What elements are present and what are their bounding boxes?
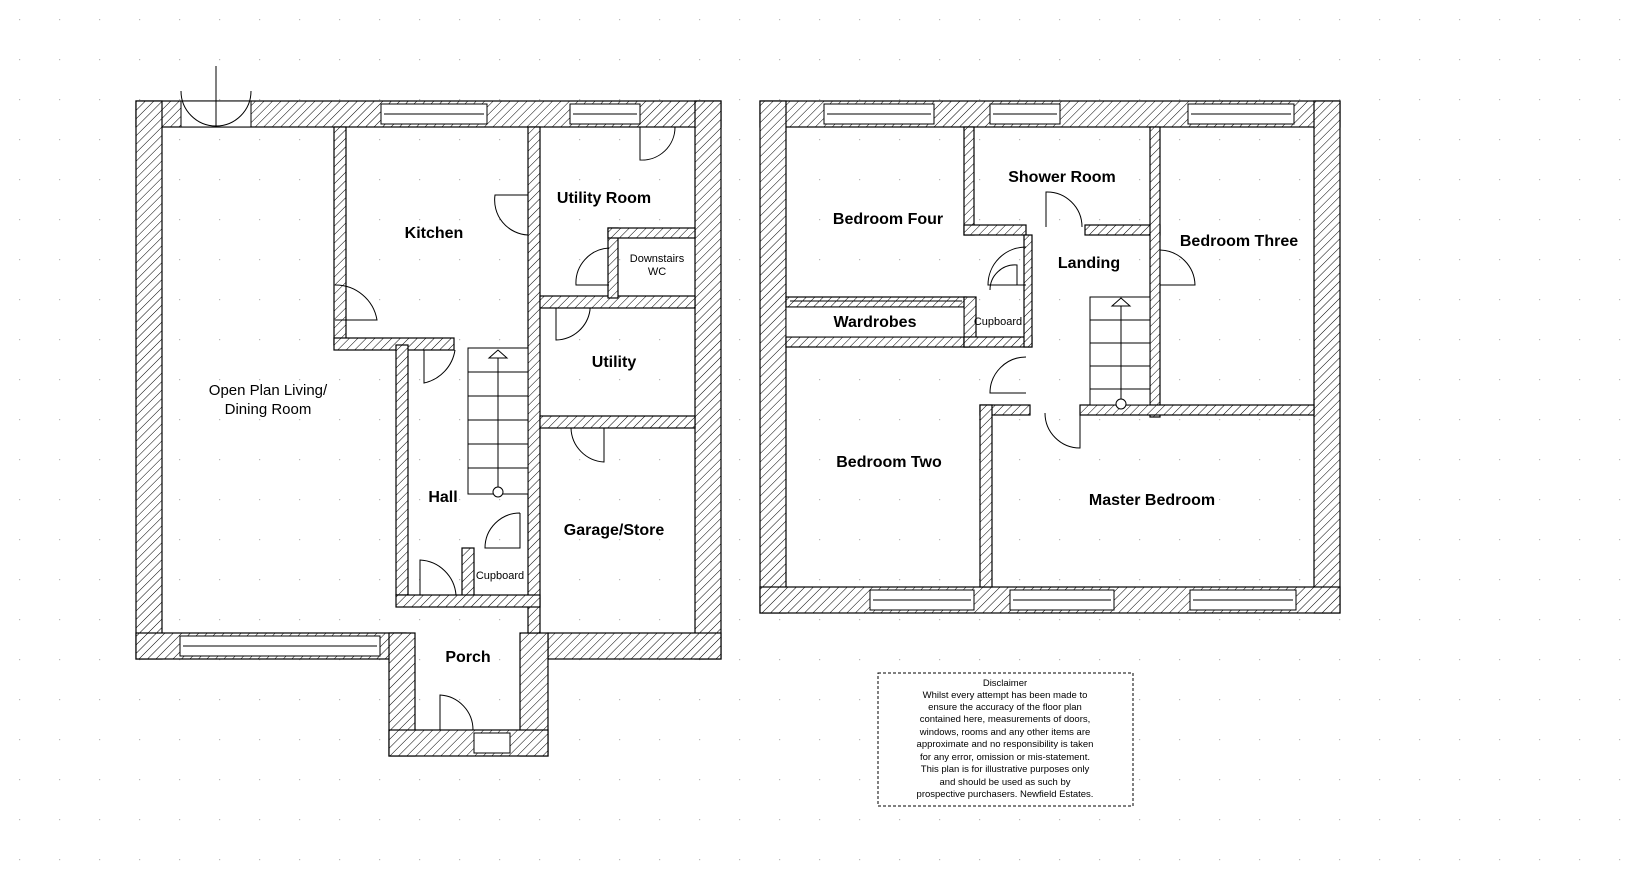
- ff-staircase: [1089, 296, 1151, 406]
- porch-window: [473, 732, 511, 754]
- living-label-1: Open Plan Living/: [209, 382, 328, 399]
- kitchen-wall-left: [333, 126, 347, 346]
- wardrobes-wall-bottom: [785, 336, 969, 348]
- shower-wall-bottom-b: [1084, 224, 1161, 236]
- french-door-right: [215, 66, 252, 127]
- wc-wall-top: [607, 227, 696, 239]
- landing-label: Landing: [1058, 255, 1120, 272]
- bedroom-four-door: [987, 246, 1027, 286]
- wc-label-1: Downstairs: [630, 253, 685, 265]
- porch-wall-top: [395, 594, 541, 608]
- kitchen-utility-wall: [527, 126, 541, 634]
- bedroom-two-master-wall: [979, 404, 993, 588]
- bedroom-two-door: [989, 356, 1027, 394]
- disclaimer-line: ensure the accuracy of the floor plan: [928, 702, 1082, 713]
- disclaimer-box: Disclaimer Whilst every attempt has been…: [877, 672, 1134, 807]
- disclaimer-line: This plan is for illustrative purposes o…: [921, 764, 1090, 775]
- ground-floor: Open Plan Living/ Dining Room Kitchen Ut…: [135, 66, 722, 757]
- landing-wall-left: [1023, 234, 1033, 348]
- shower-room-label: Shower Room: [1008, 169, 1116, 186]
- utility-room-label: Utility Room: [557, 190, 651, 207]
- ff-cupboard-door: [989, 264, 1018, 291]
- wardrobes-label: Wardrobes: [834, 314, 917, 331]
- hall-wall-left: [395, 344, 409, 596]
- bedroom-three-door: [1159, 249, 1196, 286]
- bedroom-two-label: Bedroom Two: [836, 454, 942, 471]
- wardrobes-unit: [785, 306, 965, 338]
- master-door: [1044, 412, 1081, 449]
- utility-external-door: [639, 126, 676, 161]
- disclaimer-line: for any error, omission or mis-statement…: [920, 752, 1090, 763]
- disclaimer-title: Disclaimer: [983, 678, 1027, 689]
- gf-wall-bottom-right: [547, 632, 722, 660]
- cupboard-door: [484, 512, 521, 549]
- wc-label-2: WC: [648, 266, 666, 278]
- cupboard-wall-left: [461, 547, 475, 599]
- porch-inner-door: [419, 559, 457, 596]
- front-door: [439, 694, 474, 731]
- gf-wall-right: [694, 100, 722, 660]
- disclaimer-line: approximate and no responsibility is tak…: [917, 739, 1094, 750]
- bedroom-four-label: Bedroom Four: [833, 211, 943, 228]
- first-floor: Bedroom Four Shower Room Bedroom Three L…: [759, 100, 1341, 614]
- disclaimer-line: Whilst every attempt has been made to: [923, 690, 1088, 701]
- master-bedroom-label: Master Bedroom: [1089, 492, 1215, 509]
- hall-kitchen-door: [423, 349, 456, 384]
- living-label-2: Dining Room: [225, 401, 312, 418]
- shower-door: [1045, 191, 1083, 228]
- disclaimer-line: and should be used as such by: [940, 777, 1071, 788]
- porch-label: Porch: [445, 649, 490, 666]
- disclaimer-line: windows, rooms and any other items are: [919, 727, 1091, 738]
- kitchen-label: Kitchen: [405, 225, 464, 242]
- bedroom-three-label: Bedroom Three: [1180, 233, 1298, 250]
- cupboard-label: Cupboard: [476, 570, 524, 582]
- utility-wall-bottom: [539, 415, 696, 429]
- wc-door: [575, 247, 610, 286]
- ff-cupboard-label: Cupboard: [974, 316, 1022, 328]
- garage-label: Garage/Store: [564, 522, 665, 539]
- disclaimer-line: contained here, measurements of doors,: [920, 714, 1091, 725]
- shower-wall-bottom-a: [963, 224, 1027, 236]
- hall-label: Hall: [428, 489, 457, 506]
- gf-wall-left: [135, 100, 163, 660]
- ff-wall-right: [1313, 100, 1341, 614]
- kitchen-wall-bottom: [333, 337, 455, 351]
- utility-room-door: [494, 194, 529, 236]
- shower-wall-left: [963, 126, 975, 236]
- ff-cupboard-wall-bottom: [963, 336, 1033, 348]
- ff-wall-left: [759, 100, 787, 614]
- bedroom-four-wall-bottom: [785, 296, 967, 308]
- kitchen-door: [334, 284, 378, 321]
- porch-wall-bottom: [388, 729, 549, 757]
- bedroom-three-wall-left: [1149, 126, 1161, 418]
- master-wall-top-b: [1079, 404, 1315, 416]
- garage-door: [570, 427, 605, 463]
- disclaimer-line: prospective purchasers. Newfield Estates…: [917, 789, 1094, 800]
- utility-door: [555, 308, 591, 341]
- utility-label: Utility: [592, 354, 637, 371]
